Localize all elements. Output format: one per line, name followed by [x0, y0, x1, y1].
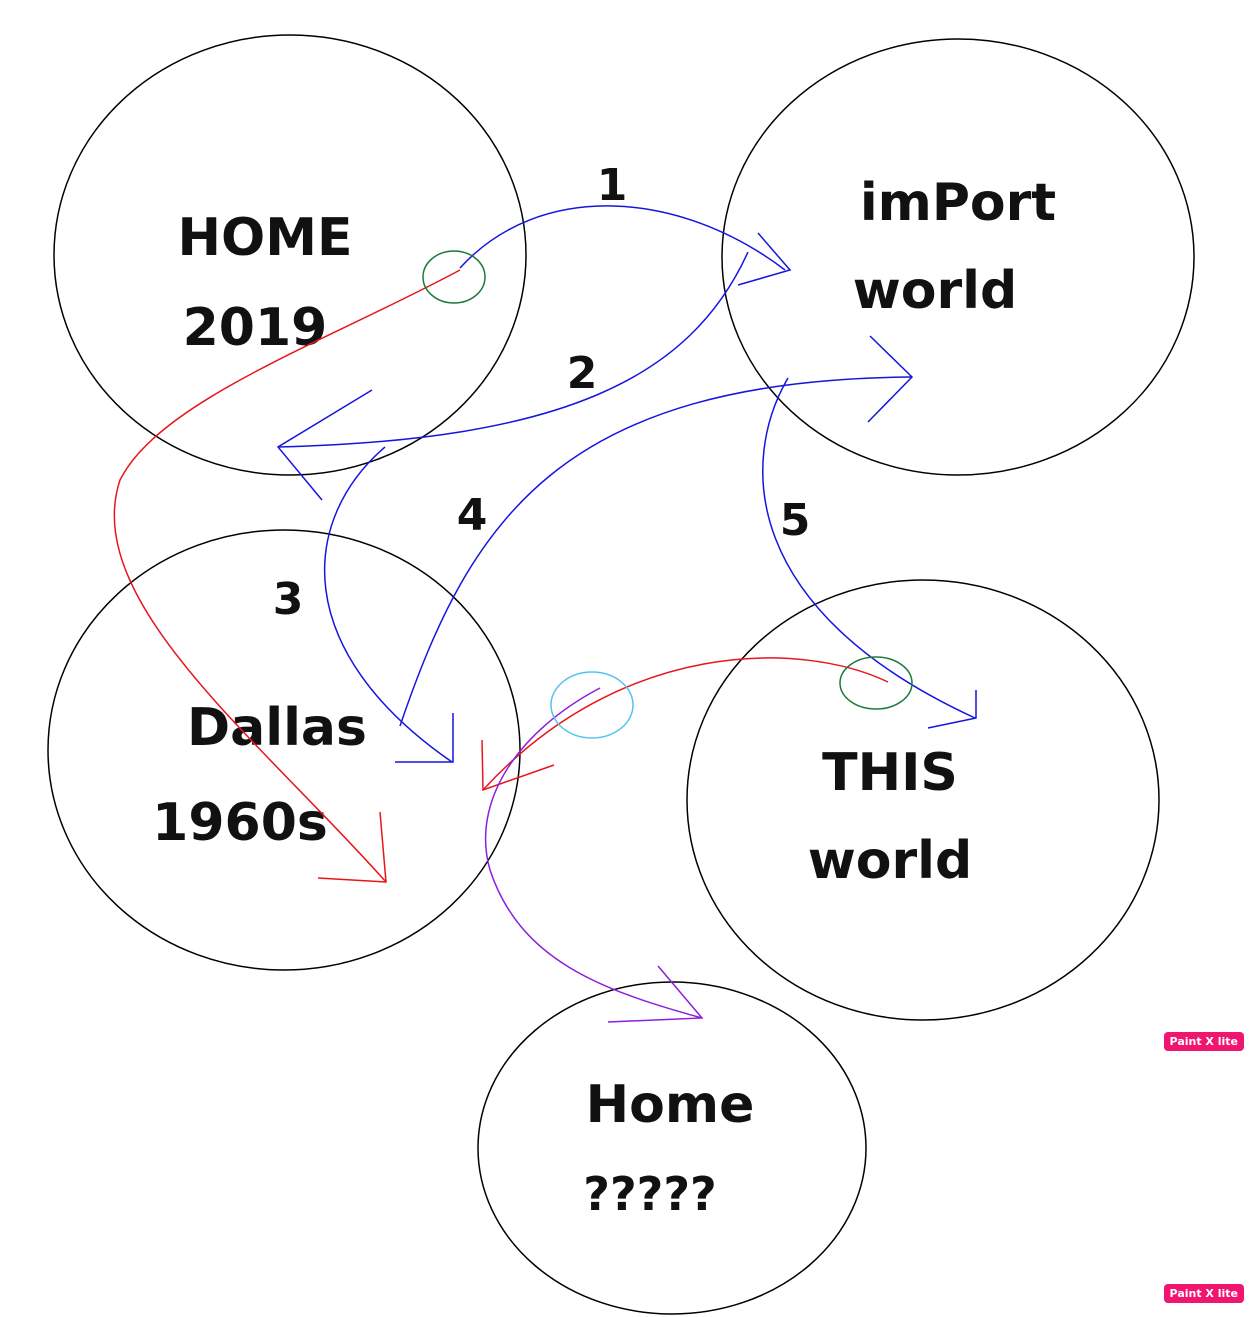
node-home-unknown-line-2: ????? — [583, 1167, 716, 1221]
watermark-badge-1: Paint X lite — [1163, 1032, 1244, 1051]
node-dallas-line-1: Dallas — [187, 698, 367, 758]
watermark-badge-2: Paint X lite — [1163, 1284, 1244, 1303]
node-home-2019-line-1: HOME — [178, 208, 353, 268]
edge-5: 5 — [762, 377, 977, 729]
edge-2: 2 — [276, 251, 749, 501]
edge-3: 3 — [273, 446, 454, 763]
node-this-world-line-1: THIS — [822, 743, 958, 803]
marker-circle-home — [422, 250, 486, 304]
edge-purple-dallas-to-home — [484, 687, 704, 1023]
node-dallas-line-2: 1960s — [152, 793, 328, 853]
edge-1: 1 — [459, 160, 792, 286]
node-home-2019-line-2: 2019 — [183, 298, 328, 358]
edge-3-arrowhead — [395, 713, 454, 763]
node-import-world-line-2: world — [853, 261, 1017, 321]
edge-4-arrowhead — [867, 335, 914, 423]
edge-3-label: 3 — [273, 574, 304, 625]
node-this-world: THIS world — [686, 579, 1160, 1021]
marker-circle-cyan — [550, 671, 634, 739]
node-home-2019: HOME 2019 — [53, 34, 527, 476]
edge-4-label: 4 — [457, 490, 488, 541]
edge-1-label: 1 — [597, 160, 628, 211]
edge-5-arrowhead — [927, 690, 977, 729]
node-this-world-line-2: world — [808, 831, 972, 891]
node-import-world: imPort world — [721, 38, 1195, 476]
edge-red-home-to-dallas-arrowhead — [317, 811, 387, 883]
edge-2-arrowhead — [276, 389, 373, 501]
edge-red-this-to-dallas-arrowhead — [481, 739, 555, 792]
marker-circle-this — [839, 656, 913, 710]
edge-red-home-to-dallas — [113, 269, 461, 883]
node-import-world-line-1: imPort — [860, 173, 1056, 233]
edge-1-arrowhead — [737, 232, 792, 286]
edge-purple-arrowhead — [607, 965, 704, 1023]
node-home-unknown-line-1: Home — [586, 1075, 755, 1135]
node-dallas-1960s: Dallas 1960s — [47, 529, 521, 971]
node-home-unknown: Home ????? — [477, 981, 867, 1315]
edge-2-label: 2 — [567, 348, 598, 399]
edge-5-label: 5 — [780, 495, 811, 546]
edge-4: 4 — [399, 335, 914, 727]
